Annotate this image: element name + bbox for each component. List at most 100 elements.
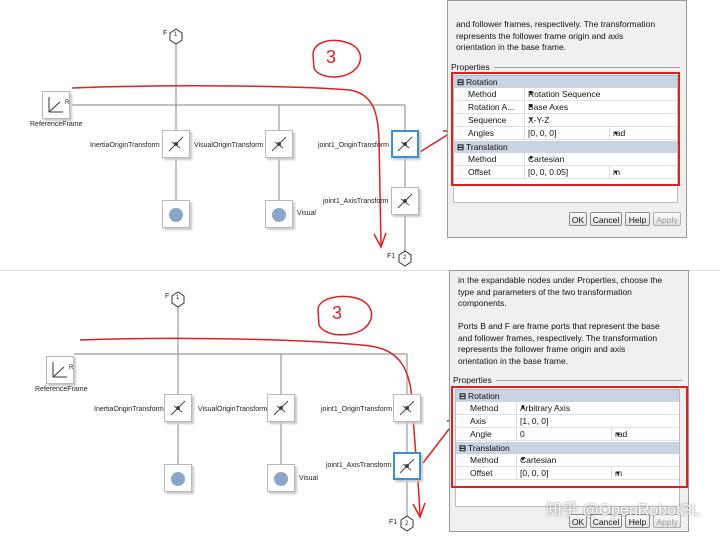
rotation-angles-row[interactable]: Angles [0, 0, 0] rad▼	[454, 127, 677, 140]
ok-button[interactable]: OK	[569, 212, 587, 226]
inertia-solid-block[interactable]	[162, 200, 190, 228]
port-out-number: 2	[403, 255, 407, 261]
transform-icon	[168, 136, 184, 152]
translation-method-row[interactable]: Method Cartesian▼	[456, 454, 679, 467]
visual-origin-transform-block[interactable]	[267, 394, 295, 422]
dropdown-arrow-icon[interactable]: ▼	[520, 457, 526, 463]
visual-label: Visual	[299, 475, 318, 482]
dropdown-arrow-icon[interactable]: ▼	[528, 156, 534, 162]
joint1-origin-transform-block[interactable]	[391, 130, 419, 158]
reference-frame-block[interactable]	[46, 356, 74, 384]
rotation-section-header[interactable]: ⊟ Rotation	[456, 390, 679, 402]
dropdown-arrow-icon[interactable]: ▼	[528, 104, 534, 110]
description-line: and follower frames, respectively. The t…	[456, 19, 656, 29]
translation-offset-row[interactable]: Offset [0, 0, 0.05] m▼	[454, 166, 677, 179]
joint1-axis-transform-block[interactable]	[393, 452, 421, 480]
dropdown-arrow-icon[interactable]: ▼	[613, 131, 619, 137]
cancel-button[interactable]: Cancel	[590, 212, 622, 226]
row-value[interactable]: [1, 0, 0]	[520, 416, 549, 426]
help-button[interactable]: Help	[625, 514, 650, 528]
row-value[interactable]: 0	[520, 429, 525, 439]
description-line: Ports B and F are frame ports that repre…	[458, 321, 660, 331]
top-diagram-lines	[71, 28, 455, 267]
ok-button[interactable]: OK	[569, 514, 587, 528]
rotation-sequence-row[interactable]: Sequence X-Y-Z▼	[454, 114, 677, 127]
translation-section-header[interactable]: ⊟ Translation	[454, 141, 677, 153]
transform-icon	[399, 458, 415, 474]
translation-method-row[interactable]: Method Cartesian▼	[454, 153, 677, 166]
bottom-diagram-lines	[74, 291, 458, 532]
inertia-origin-transform-label: InertiaOriginTransform	[90, 142, 160, 149]
transform-icon	[273, 400, 289, 416]
dropdown-arrow-icon[interactable]: ▼	[528, 117, 534, 123]
row-key: Angles	[468, 128, 494, 138]
rotation-method-row[interactable]: Method Rotation Sequence▼	[454, 88, 677, 101]
watermark: 知乎 @OpenRobotSL	[545, 502, 700, 519]
row-key: Method	[468, 154, 497, 164]
solid-icon	[272, 208, 286, 222]
inertia-origin-transform-block[interactable]	[162, 130, 190, 158]
visual-origin-transform-label: VisualOriginTransform	[198, 406, 268, 413]
row-unit[interactable]: rad	[615, 429, 628, 439]
rotation-angle-row[interactable]: Angle 0 rad▼	[456, 428, 679, 441]
collapse-icon: ⊟	[457, 142, 465, 152]
rotation-axes-row[interactable]: Rotation A... Base Axes▼	[454, 101, 677, 114]
dropdown-arrow-icon[interactable]: ▼	[613, 170, 619, 176]
description-line: type and parameters of the two transform…	[458, 286, 632, 297]
row-value: Rotation Sequence	[528, 89, 601, 99]
row-value: Base Axes	[528, 102, 569, 112]
row-unit[interactable]: m	[615, 468, 623, 478]
row-value[interactable]: [0, 0, 0]	[520, 468, 549, 478]
dropdown-arrow-icon[interactable]: ▼	[615, 432, 621, 438]
row-value[interactable]: [0, 0, 0]	[528, 128, 557, 138]
row-value[interactable]: [0, 0, 0.05]	[528, 167, 569, 177]
apply-button[interactable]: Apply	[653, 212, 681, 226]
table-empty-area	[455, 487, 680, 507]
rotation-section-header[interactable]: ⊟ Rotation	[454, 76, 677, 88]
rotation-axis-row[interactable]: Axis [1, 0, 0]	[456, 415, 679, 428]
translation-offset-row[interactable]: Offset [0, 0, 0] m▼	[456, 467, 679, 480]
transform-icon	[271, 136, 287, 152]
collapse-icon: ⊟	[459, 391, 467, 401]
annotation-number: 3	[332, 303, 343, 323]
dropdown-arrow-icon[interactable]: ▼	[615, 471, 621, 477]
row-key: Offset	[468, 167, 491, 177]
description-line: orientation in the base frame.	[456, 42, 567, 52]
port-out-number: 2	[405, 521, 409, 527]
joint1-origin-transform-block[interactable]	[393, 394, 421, 422]
translation-section-title: Translation	[466, 142, 508, 152]
description-line: in the expandable nodes under Properties…	[458, 275, 663, 285]
row-key: Offset	[470, 468, 493, 478]
reference-frame-block[interactable]	[42, 91, 70, 119]
inertia-origin-transform-block[interactable]	[164, 394, 192, 422]
row-value: Arbitrary Axis	[520, 403, 571, 413]
row-unit[interactable]: m	[613, 167, 621, 177]
dropdown-arrow-icon[interactable]: ▼	[520, 405, 526, 411]
description-line: and follower frames, respectively. The t…	[458, 332, 658, 343]
annotation-number: 3	[326, 47, 337, 67]
row-key: Sequence	[468, 115, 507, 125]
row-unit[interactable]: rad	[613, 128, 626, 138]
visual-solid-block[interactable]	[267, 464, 295, 492]
inertia-solid-block[interactable]	[164, 464, 192, 492]
inertia-origin-transform-label: InertiaOriginTransform	[94, 406, 164, 413]
port-in-number: 1	[174, 32, 178, 38]
transform-icon	[397, 136, 413, 152]
description-line: components.	[458, 298, 507, 308]
help-button[interactable]: Help	[625, 212, 650, 226]
description-line: orientation in the base frame.	[458, 355, 569, 366]
joint1-axis-transform-label: joint1_AxisTransform	[323, 198, 389, 205]
row-value: Cartesian	[520, 455, 557, 465]
joint1-axis-transform-block[interactable]	[391, 187, 419, 215]
apply-button[interactable]: Apply	[653, 514, 681, 528]
collapse-icon: ⊟	[459, 443, 467, 453]
visual-solid-block[interactable]	[265, 200, 293, 228]
row-key: Angle	[470, 429, 492, 439]
joint1-origin-transform-label: joint1_OriginTransform	[318, 142, 389, 149]
dropdown-arrow-icon[interactable]: ▼	[528, 91, 534, 97]
translation-section-header[interactable]: ⊟ Translation	[456, 442, 679, 454]
cancel-button[interactable]: Cancel	[590, 514, 622, 528]
visual-origin-transform-block[interactable]	[265, 130, 293, 158]
port-in-number: 1	[176, 295, 180, 301]
rotation-method-row[interactable]: Method Arbitrary Axis▼	[456, 402, 679, 415]
